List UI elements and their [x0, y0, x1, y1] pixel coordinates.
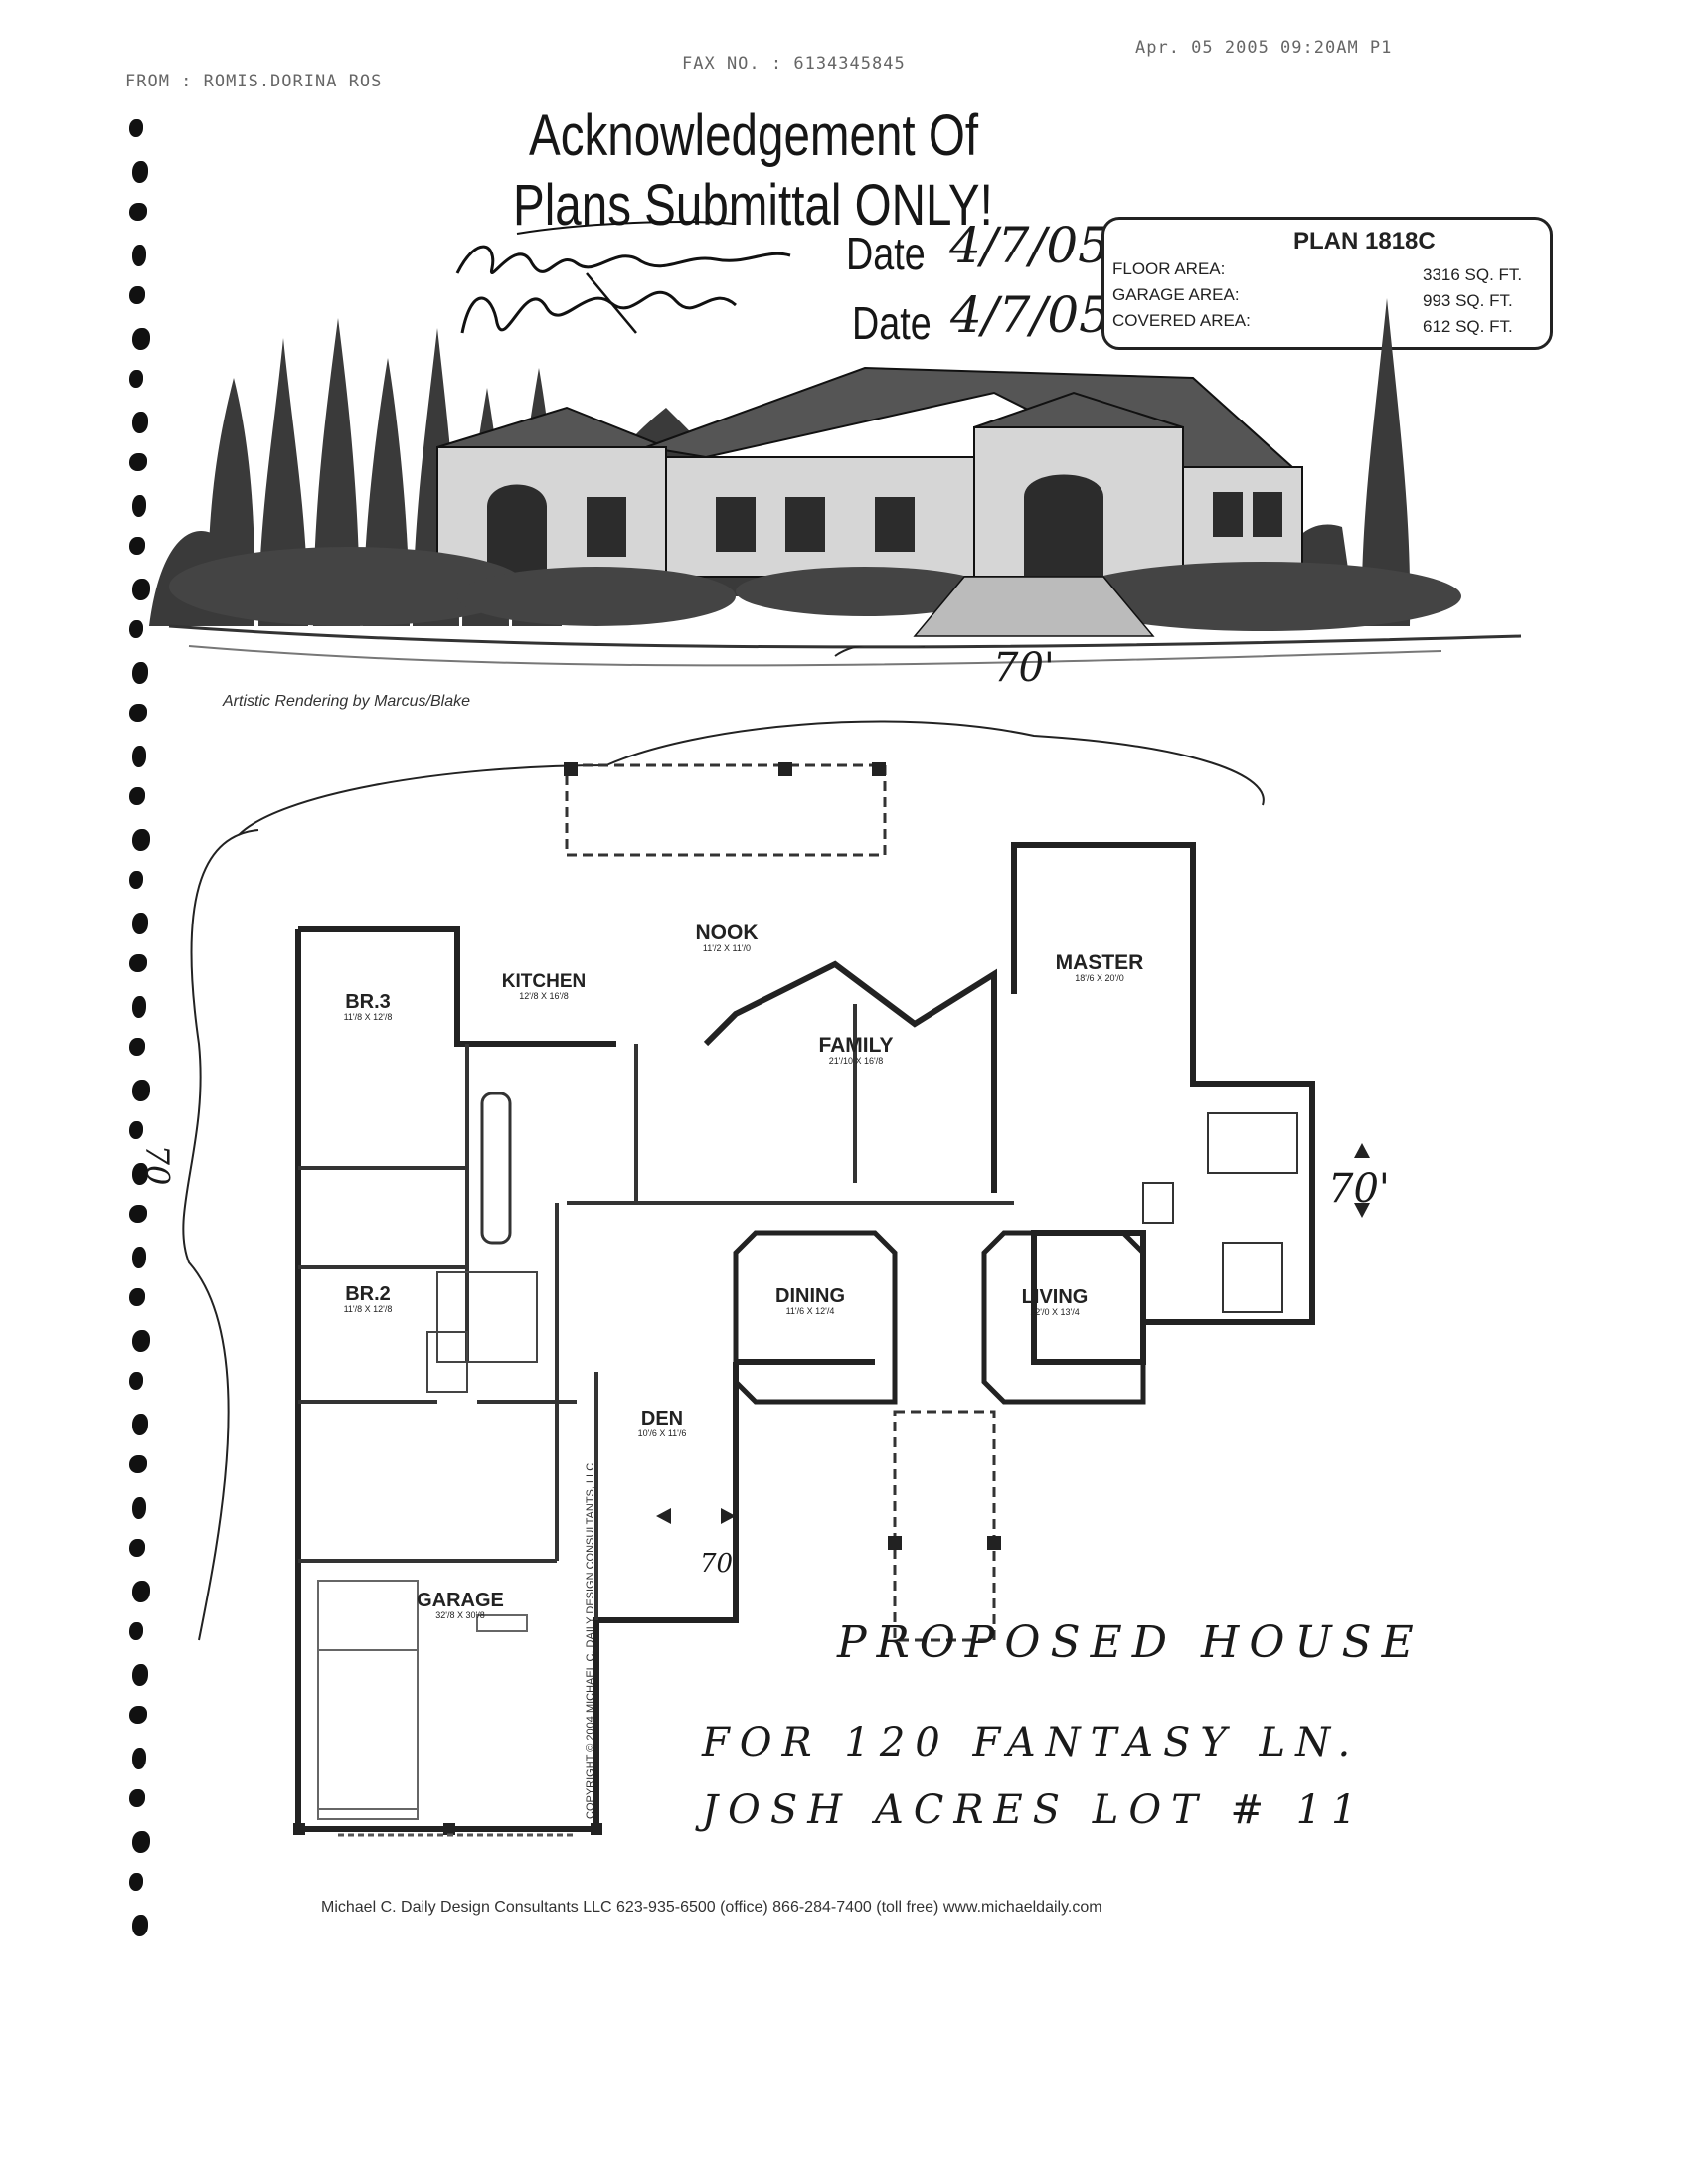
title-line-1: Acknowledgement Of — [529, 103, 979, 168]
fax-number: FAX NO. : 6134345845 — [682, 54, 906, 74]
floor-area-value: 3316 SQ. FT. — [1423, 265, 1523, 284]
date-value-2: 4/7/05 — [950, 286, 1110, 344]
note-line-3: JOSH ACRES LOT # 11 — [702, 1787, 1367, 1833]
dimension-bottom: 70 — [700, 1549, 734, 1579]
binding-hole — [129, 1706, 147, 1724]
garage-area-value: 993 SQ. FT. — [1423, 291, 1513, 310]
signature-2 — [460, 290, 737, 334]
floor-plan — [182, 646, 1370, 1837]
binding-hole — [129, 119, 143, 137]
binding-hole — [129, 787, 145, 805]
binding-hole — [129, 537, 145, 555]
binding-hole — [132, 1915, 148, 1936]
binding-hole — [132, 1664, 148, 1686]
copyright-notice: COPYRIGHT © 2004 MICHAEL C. DAILY DESIGN… — [585, 1462, 596, 1819]
floor-area-label: FLOOR AREA: — [1112, 259, 1226, 278]
binding-hole — [132, 1080, 150, 1101]
binding-hole — [129, 620, 143, 638]
covered-area-value: 612 SQ. FT. — [1423, 317, 1513, 336]
binding-hole — [129, 1205, 147, 1223]
binding-hole — [132, 1497, 146, 1519]
note-line-1: PROPOSED HOUSE — [837, 1617, 1424, 1668]
binding-hole — [129, 1288, 145, 1306]
footer-contact: Michael C. Daily Design Consultants LLC … — [321, 1899, 1102, 1916]
lot-boundary-left — [182, 829, 259, 1641]
signature-scribbles — [455, 221, 791, 334]
plan-name: PLAN 1818C — [1293, 228, 1436, 254]
binding-hole — [132, 495, 146, 517]
date-label-1: Date — [846, 228, 926, 279]
binding-hole — [129, 1038, 145, 1056]
binding-hole — [129, 453, 147, 471]
signature-1 — [455, 245, 791, 274]
rendering-credit: Artistic Rendering by Marcus/Blake — [223, 693, 470, 710]
binding-hole — [132, 1163, 148, 1185]
binding-hole — [129, 203, 147, 221]
binding-hole — [129, 1121, 143, 1139]
garage-area-label: GARAGE AREA: — [1112, 285, 1240, 304]
binding-hole — [129, 1873, 143, 1891]
dimension-left: 70 — [138, 1144, 177, 1186]
binding-hole — [132, 1247, 146, 1268]
date-value-1: 4/7/05 — [949, 217, 1109, 274]
binding-hole — [132, 1831, 150, 1853]
binding-hole — [132, 412, 148, 433]
binding-hole — [129, 1622, 143, 1640]
binding-hole — [129, 370, 143, 388]
binding-hole — [132, 1748, 146, 1769]
binding-hole — [132, 328, 150, 350]
lot-boundary-top — [238, 720, 1265, 836]
binding-hole — [132, 829, 150, 851]
binding-hole — [129, 1539, 145, 1557]
date-label-2: Date — [852, 297, 932, 349]
fax-date: Apr. 05 2005 09:20AM P1 — [1135, 38, 1393, 58]
binding-hole — [129, 954, 147, 972]
binding-hole — [132, 662, 148, 684]
binding-hole — [129, 286, 145, 304]
binding-hole — [132, 1330, 150, 1352]
binding-hole — [129, 1789, 145, 1807]
binding-hole — [129, 704, 147, 722]
binding-hole — [129, 1455, 147, 1473]
binding-hole — [132, 996, 146, 1018]
binding-hole — [132, 1414, 148, 1435]
binding-hole — [132, 1581, 150, 1602]
plan-info-box: PLAN 1818C FLOOR AREA: 3316 SQ. FT. GARA… — [1101, 217, 1553, 350]
fax-from: FROM : ROMIS.DORINA ROS — [125, 72, 383, 91]
binding-hole — [132, 913, 148, 934]
binding-hole — [132, 746, 146, 767]
binding-hole — [132, 161, 148, 183]
note-line-2: FOR 120 FANTASY LN. — [702, 1720, 1361, 1765]
dimension-right: 70' — [1328, 1166, 1390, 1212]
covered-area-label: COVERED AREA: — [1112, 311, 1251, 330]
binding-hole — [132, 245, 146, 266]
house-rendering — [149, 298, 1522, 667]
binding-hole — [129, 871, 143, 889]
dimension-top: 70' — [993, 645, 1055, 691]
binding-hole — [129, 1372, 143, 1390]
binding-hole — [132, 579, 150, 600]
